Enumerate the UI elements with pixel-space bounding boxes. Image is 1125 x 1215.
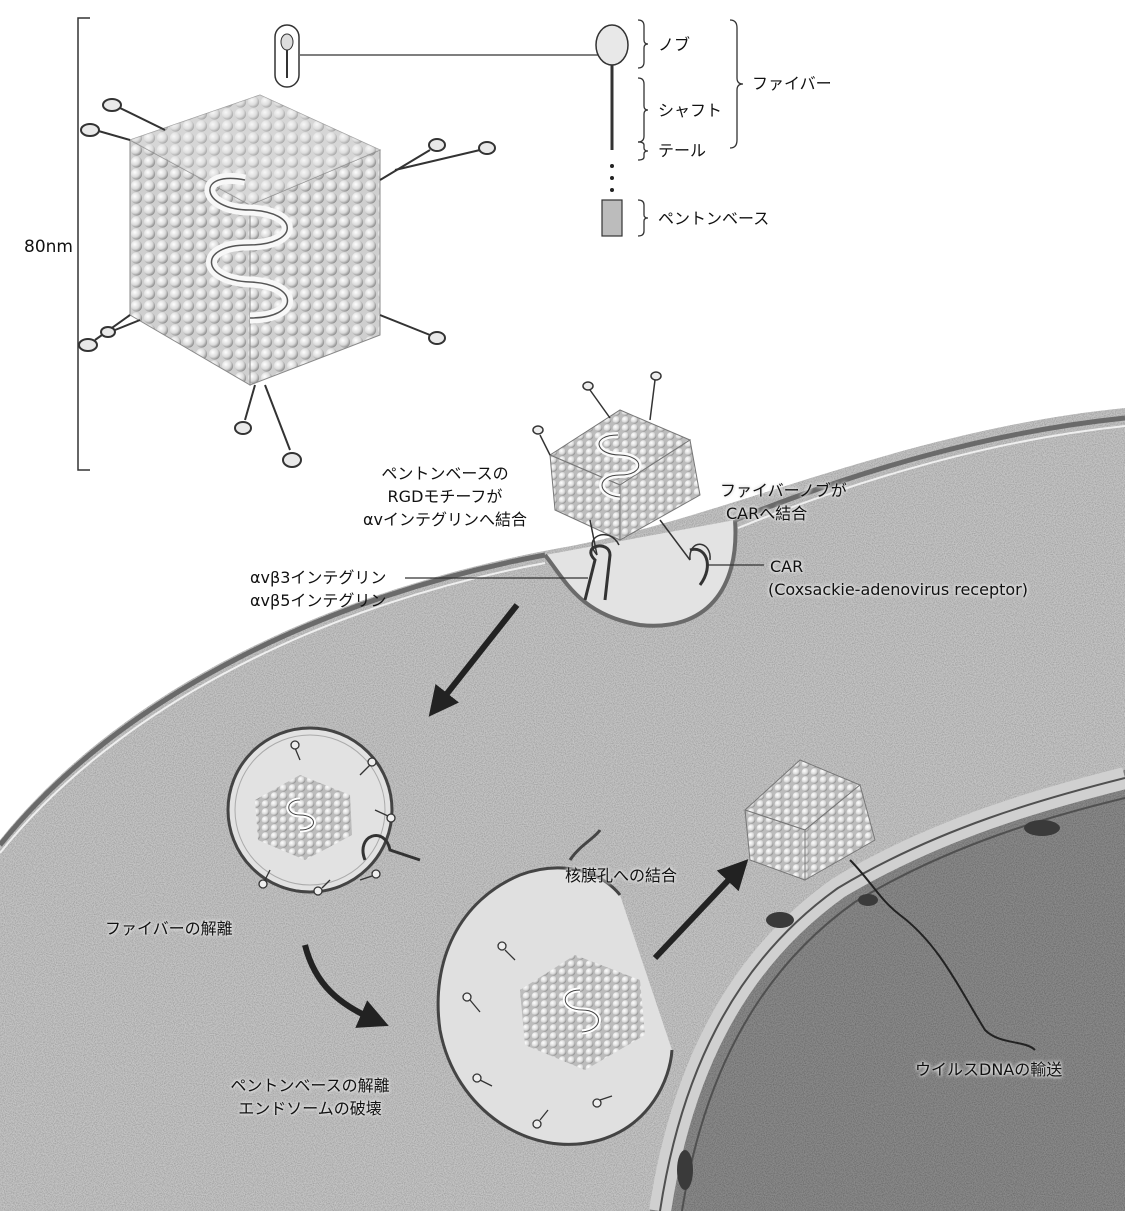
fiber-braces — [638, 20, 743, 236]
rgd-label-line1: ペントンベースの — [360, 463, 530, 485]
shaft-label: シャフト — [658, 100, 722, 122]
nuclear-pore-binding-label: 核膜孔への結合 — [565, 865, 677, 887]
penton-release-line1: ペントンベースの解離 — [205, 1075, 415, 1097]
dna-transport-label: ウイルスDNAの輸送 — [915, 1059, 1062, 1081]
integrin-b3-label: αvβ3インテグリン — [250, 567, 386, 589]
scale-label: 80nm — [24, 236, 73, 258]
nuclear-pore — [677, 1150, 693, 1190]
car-label: CAR — [770, 556, 803, 578]
rgd-label-line3: αvインテグリンへ結合 — [360, 509, 530, 531]
fiber-knob-car-line1: ファイバーノブが — [720, 480, 847, 502]
nuclear-pore — [1024, 820, 1060, 836]
fiber-label: ファイバー — [752, 73, 832, 95]
integrin-b5-label: αvβ5インテグリン — [250, 590, 386, 612]
virion-detailed — [79, 95, 495, 467]
fiber-release-label: ファイバーの解離 — [105, 918, 233, 940]
fiber-knob-car-line2: CARへ結合 — [726, 503, 807, 525]
knob-label: ノブ — [658, 34, 690, 56]
tail-label: テール — [658, 140, 706, 162]
rgd-label-line2: RGDモチーフが — [360, 486, 530, 508]
car-fullname-label: (Coxsackie-adenovirus receptor) — [768, 579, 1028, 601]
penton-release-line2: エンドソームの破壊 — [205, 1098, 415, 1120]
nuclear-pore — [858, 894, 878, 906]
fiber-callout — [275, 25, 600, 87]
nuclear-pore — [766, 912, 794, 928]
penton-base-label: ペントンベース — [658, 208, 769, 230]
scale-bar — [78, 18, 90, 470]
fiber-detail — [596, 25, 628, 236]
